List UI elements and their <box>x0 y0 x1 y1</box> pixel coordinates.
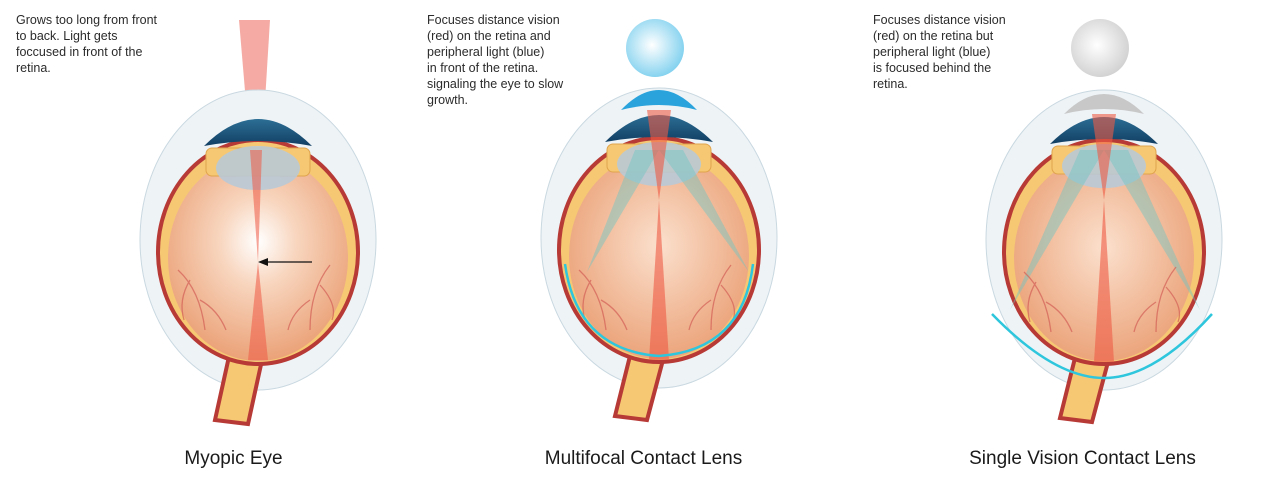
peripheral-light-rays-right <box>659 150 749 272</box>
arrow-head-icon <box>258 258 268 266</box>
cornea <box>204 119 312 146</box>
peripheral-focal-curve <box>563 263 755 358</box>
retinal-blood-vessels <box>1023 266 1181 333</box>
focused-light-rays <box>248 150 268 360</box>
single-vision-caption: Single Vision Contact Lens <box>969 448 1196 469</box>
myopic-eye-illustration <box>139 20 377 427</box>
peripheral-light-rays-left <box>587 150 659 272</box>
myopic-eye-caption: Myopic Eye <box>184 448 283 469</box>
panel-single-vision-contact-lens: Focuses distance vision (red) on the ret… <box>854 0 1281 480</box>
peripheral-light-rays-left <box>1010 150 1104 310</box>
multifocal-eye-illustration <box>540 19 778 423</box>
light-source-sphere <box>1071 19 1129 77</box>
single-vision-description: Focuses distance vision (red) on the ret… <box>873 13 1006 91</box>
distance-light-rays <box>647 110 671 360</box>
single-vision-eye-illustration <box>985 19 1223 425</box>
distance-light-rays <box>1092 114 1116 362</box>
multifocal-contact-lens <box>621 90 697 110</box>
peripheral-focal-curve <box>991 313 1213 380</box>
multifocal-description: Focuses distance vision (red) on the ret… <box>427 13 564 107</box>
multifocal-caption: Multifocal Contact Lens <box>544 448 743 469</box>
panel-multifocal-contact-lens: Focuses distance vision (red) on the ret… <box>427 0 854 480</box>
retinal-blood-vessels <box>177 264 335 331</box>
peripheral-light-rays-right <box>1104 150 1200 310</box>
myopic-eye-description: Grows too long from front to back. Light… <box>16 13 158 75</box>
single-vision-contact-lens <box>1064 94 1144 114</box>
panel-myopic-eye: Grows too long from front to back. Light… <box>0 0 427 480</box>
light-source-sphere <box>626 19 684 77</box>
